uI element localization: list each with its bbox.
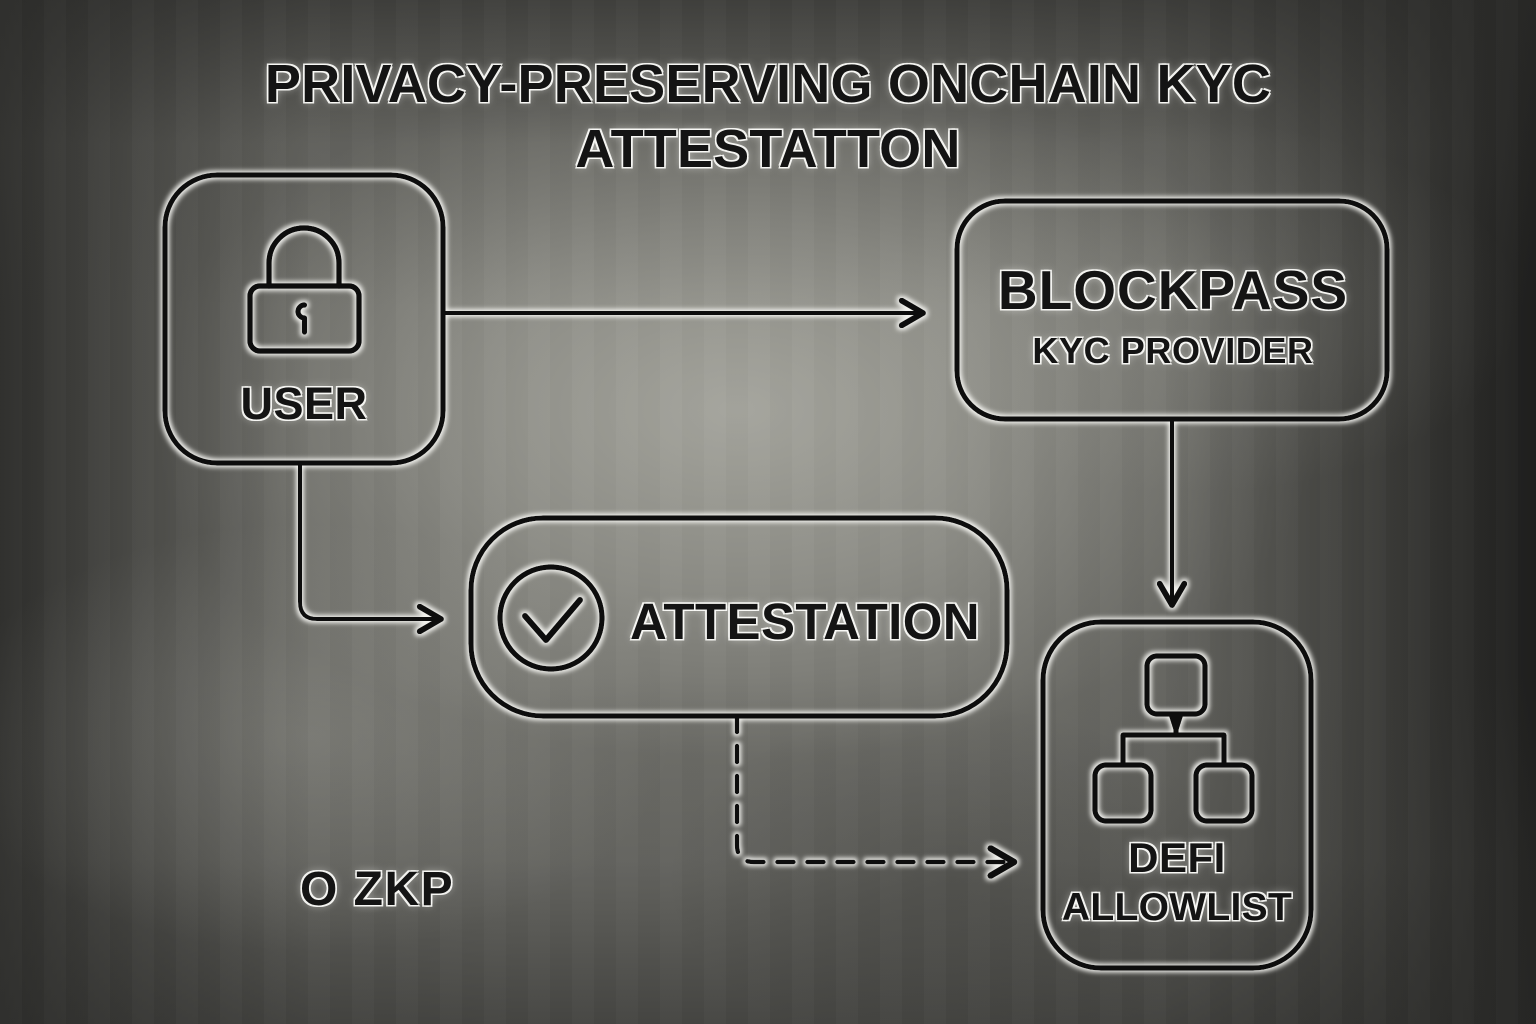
edge-attestation-to-defi: [734, 713, 1013, 862]
defi-sublabel: ALLOWLIST: [1061, 886, 1293, 929]
defi-box[interactable]: [1040, 619, 1314, 971]
page-title: PRIVACY-PRESERVING ONCHAIN KYC ATTESTATT…: [0, 52, 1536, 183]
check-circle-icon: [497, 564, 605, 672]
hierarchy-network-icon: [1092, 653, 1255, 824]
user-box[interactable]: [162, 172, 446, 466]
blockpass-sublabel: KYC PROVIDER: [1032, 330, 1314, 371]
defi-label: DEFI: [1128, 834, 1226, 881]
blockpass-label: BLOCKPASS: [997, 259, 1349, 321]
user-label: USER: [240, 378, 368, 429]
attestation-label: ATTESTATION: [629, 593, 981, 650]
zkp-annotation: O ZKP: [300, 863, 455, 916]
node-user[interactable]: [162, 172, 446, 466]
title-line-2: ATTESTATTON: [575, 119, 961, 180]
node-defi-allowlist[interactable]: [1040, 619, 1314, 971]
title-line-1: PRIVACY-PRESERVING ONCHAIN KYC: [264, 54, 1272, 114]
edge-user-to-attestation: [298, 461, 440, 619]
padlock-icon: [247, 225, 362, 354]
